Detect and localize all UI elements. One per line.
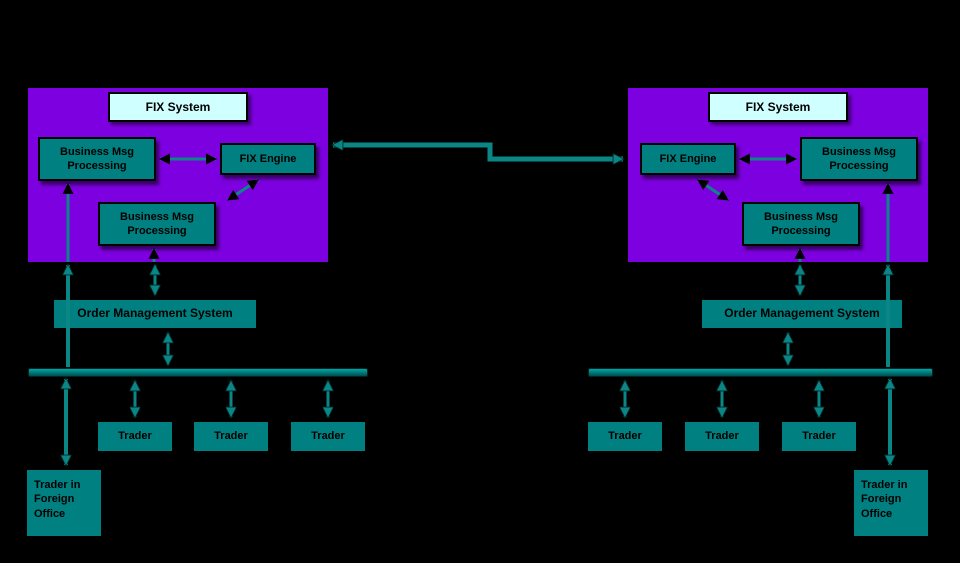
network-bus-right: [588, 368, 933, 377]
order-management-system-right: Order Management System: [700, 298, 904, 330]
order-management-system-left: Order Management System: [52, 298, 258, 330]
trader-foreign-office-left: Trader in Foreign Office: [25, 468, 103, 538]
trader-right-1: Trader: [586, 420, 664, 453]
trader-left-1: Trader: [96, 420, 174, 453]
fix-system-panel-right: FIX System FIX Engine Business Msg Proce…: [628, 88, 928, 262]
fix-system-panel-left: FIX System Business Msg Processing FIX E…: [28, 88, 328, 262]
trader-right-2: Trader: [683, 420, 761, 453]
trader-left-2: Trader: [192, 420, 270, 453]
trader-right-3: Trader: [780, 420, 858, 453]
fix-system-title-right: FIX System: [708, 92, 848, 122]
fix-engine-left: FIX Engine: [220, 143, 316, 175]
arrow-engine-link: [333, 145, 623, 159]
business-msg-processing-bottom-left: Business Msg Processing: [98, 202, 216, 246]
fix-engine-right: FIX Engine: [640, 143, 736, 175]
fix-system-title-left: FIX System: [108, 92, 248, 122]
business-msg-processing-top-left: Business Msg Processing: [38, 137, 156, 181]
business-msg-processing-bottom-right: Business Msg Processing: [742, 202, 860, 246]
trader-left-3: Trader: [289, 420, 367, 453]
trader-foreign-office-right: Trader in Foreign Office: [852, 468, 930, 538]
business-msg-processing-top-right: Business Msg Processing: [800, 137, 918, 181]
network-bus-left: [28, 368, 368, 377]
